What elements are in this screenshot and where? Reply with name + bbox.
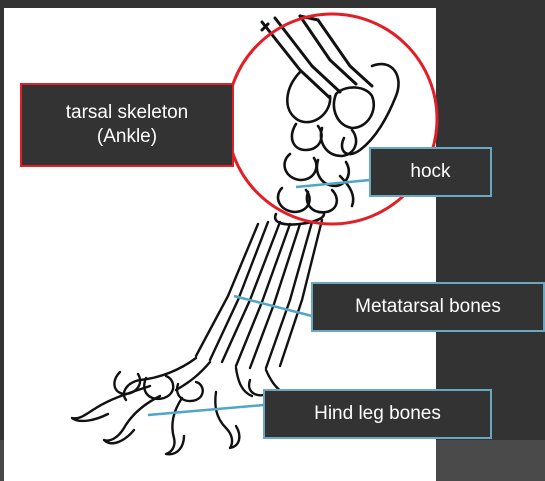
hind-leg-bones-label: Hind leg bones: [263, 389, 492, 439]
hock-label: hock: [369, 147, 492, 197]
metatarsal-bones: [196, 220, 322, 368]
hind-leg-leader-line: [148, 405, 264, 415]
tarsal-skeleton-label: tarsal skeleton (Ankle): [20, 83, 234, 167]
metatarsal-bones-label: Metatarsal bones: [311, 282, 545, 332]
